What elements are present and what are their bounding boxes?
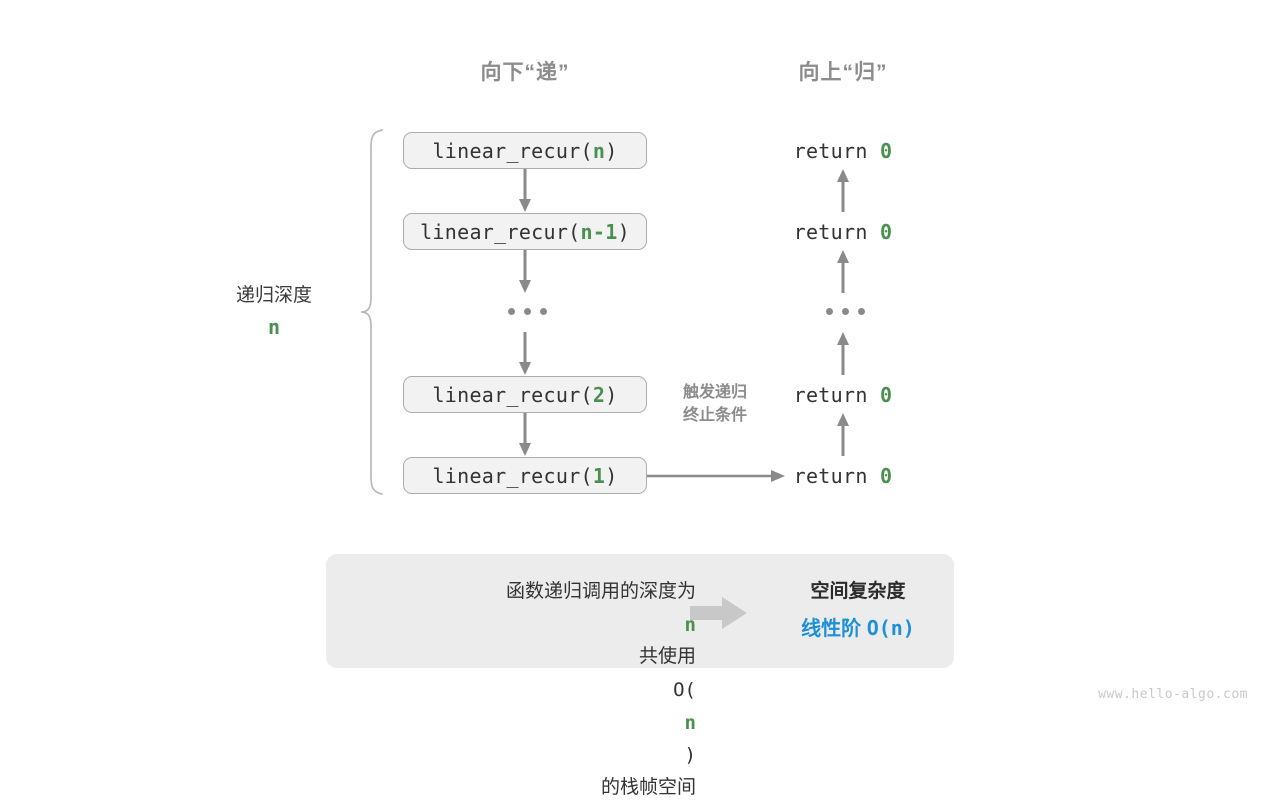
- column-header-descend: 向下“递”: [480, 61, 570, 84]
- call-box-arg: n-1: [580, 219, 618, 244]
- complexity-summary-panel: 函数递归调用的深度为 n 共使用 O(n) 的栈帧空间 空间复杂度 线性阶 O(…: [326, 554, 954, 798]
- base-case-note-line1: 触发递归: [682, 384, 747, 401]
- call-box-close: ): [605, 138, 618, 163]
- call-box-close: ): [617, 219, 630, 244]
- recursion-depth-text: 递归深度: [235, 285, 312, 306]
- return-label-1: return 0: [723, 464, 963, 488]
- return-keyword: return: [793, 220, 881, 244]
- call-box-name: linear_recur(: [432, 138, 593, 163]
- return-keyword: return: [793, 139, 881, 163]
- return-label-n: return 0: [723, 139, 963, 163]
- return-keyword: return: [793, 383, 881, 407]
- return-label-2: return 0: [723, 383, 963, 407]
- call-box-n-minus-1[interactable]: linear_recur(n-1): [403, 213, 647, 250]
- base-case-note: 触发递归 终止条件: [650, 381, 780, 427]
- implies-arrow-icon: [690, 596, 748, 635]
- diagram-canvas: 向下“递” 向上“归” 递归深度 n linear_recur(n) linea…: [180, 61, 1248, 798]
- space-complexity-order: 线性阶: [801, 617, 867, 640]
- dot: [842, 308, 849, 315]
- summary-line-1-var: n: [684, 613, 696, 636]
- dot: [858, 308, 865, 315]
- down-arrow-2: [517, 250, 533, 299]
- summary-line-2-suffix: 的栈帧空间: [600, 777, 696, 799]
- down-arrow-3: [517, 332, 533, 381]
- dot: [826, 308, 833, 315]
- ellipsis-left: [508, 308, 547, 315]
- call-box-close: ): [605, 463, 618, 488]
- call-box-name: linear_recur(: [432, 382, 593, 407]
- return-value: 0: [880, 139, 893, 163]
- recursion-depth-variable: n: [267, 315, 281, 340]
- call-box-name: linear_recur(: [420, 219, 581, 244]
- dot: [540, 308, 547, 315]
- return-value: 0: [880, 464, 893, 488]
- space-complexity-value: 线性阶 O(n): [758, 611, 958, 646]
- up-arrow-4: [835, 412, 851, 461]
- summary-line-2-close: ): [684, 744, 696, 767]
- call-box-n[interactable]: linear_recur(n): [403, 132, 647, 169]
- return-value: 0: [880, 220, 893, 244]
- summary-line-2: 共使用 O( n) 的栈帧空间: [366, 641, 696, 804]
- space-complexity-notation: O(n): [866, 615, 915, 640]
- up-arrow-1: [835, 168, 851, 217]
- dot: [508, 308, 515, 315]
- return-keyword: return: [793, 464, 881, 488]
- return-value: 0: [880, 383, 893, 407]
- summary-line-1: 函数递归调用的深度为 n: [366, 576, 696, 641]
- call-box-1[interactable]: linear_recur(1): [403, 457, 647, 494]
- summary-conclusion: 空间复杂度 线性阶 O(n): [758, 576, 958, 646]
- call-box-name: linear_recur(: [432, 463, 593, 488]
- down-arrow-4: [517, 413, 533, 462]
- ellipsis-right: [826, 308, 865, 315]
- summary-line-2-var: n: [684, 711, 696, 734]
- up-arrow-3: [835, 331, 851, 380]
- call-box-arg: n: [592, 138, 606, 163]
- watermark: www.hello-algo.com: [1098, 687, 1248, 702]
- dot: [524, 308, 531, 315]
- base-case-arrow: [647, 468, 787, 489]
- call-box-arg: 1: [592, 463, 606, 488]
- base-case-note-line2: 终止条件: [682, 407, 747, 425]
- up-arrow-2: [835, 249, 851, 298]
- summary-line-1-text: 函数递归调用的深度为: [505, 581, 696, 602]
- recursion-depth-brace: [358, 128, 388, 501]
- down-arrow-1: [517, 169, 533, 218]
- call-box-arg: 2: [592, 382, 606, 407]
- summary-line-2-o: O(: [673, 679, 696, 702]
- return-label-n-minus-1: return 0: [723, 220, 963, 244]
- space-complexity-title: 空间复杂度: [810, 581, 906, 602]
- column-header-ascend: 向上“归”: [798, 61, 888, 84]
- recursion-depth-label: 递归深度 n: [180, 281, 368, 343]
- summary-description: 函数递归调用的深度为 n 共使用 O( n) 的栈帧空间: [366, 576, 696, 805]
- summary-line-2-prefix: 共使用: [638, 646, 696, 668]
- call-box-2[interactable]: linear_recur(2): [403, 376, 647, 413]
- call-box-close: ): [605, 382, 618, 407]
